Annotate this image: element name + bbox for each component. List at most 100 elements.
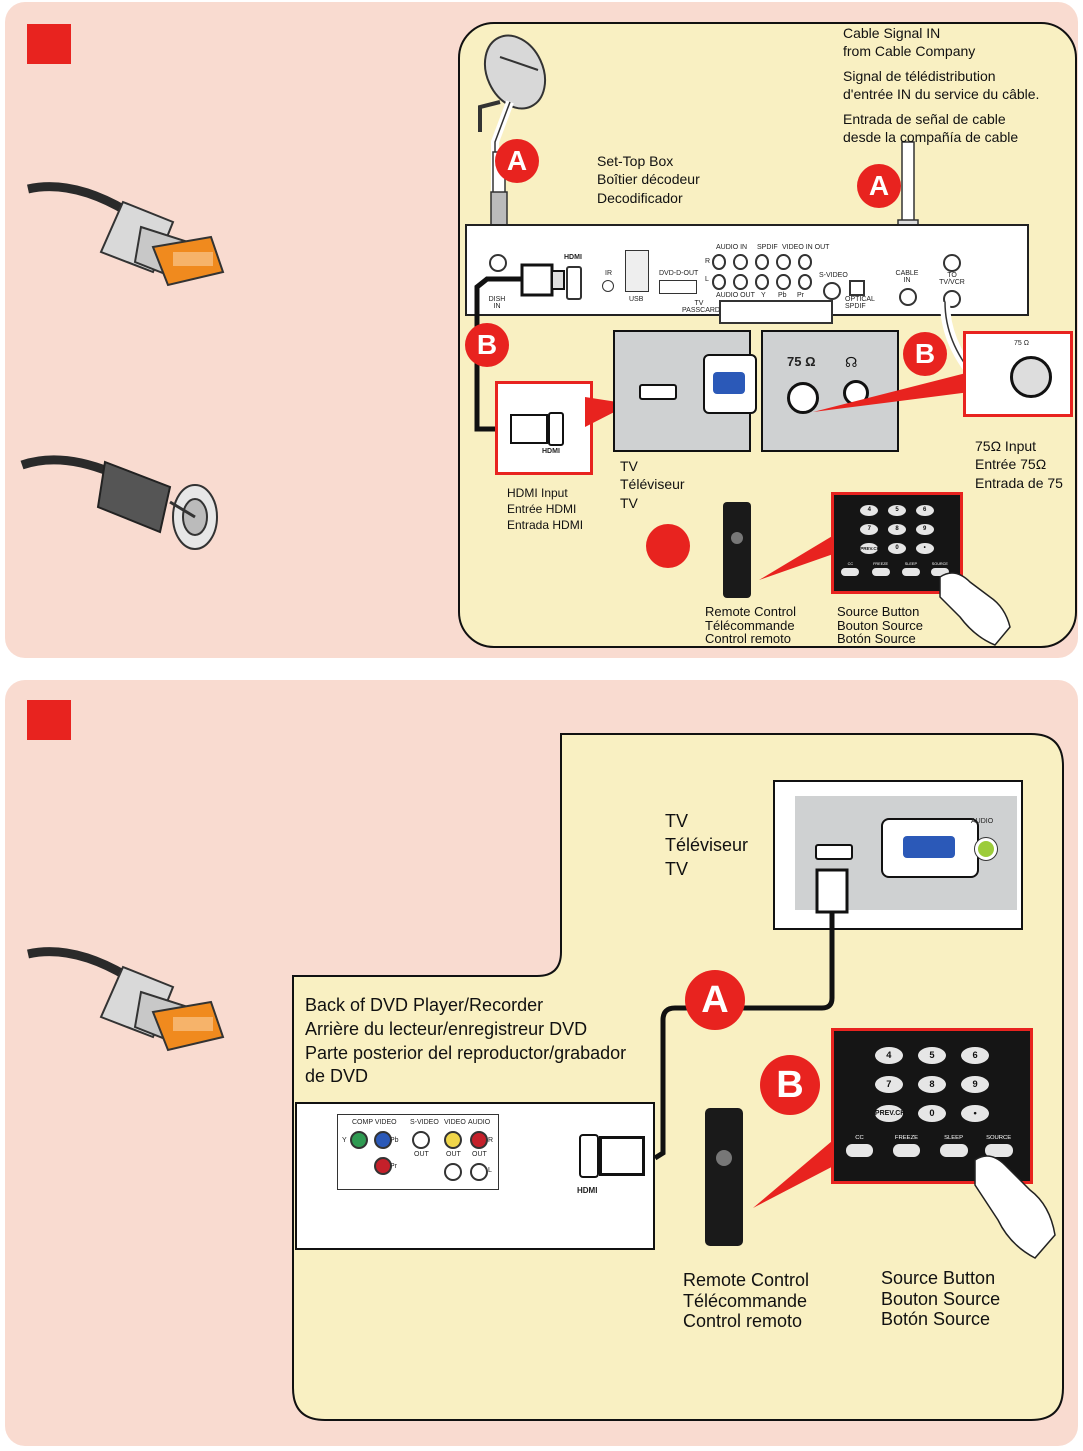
stb-hdmi-port <box>566 266 582 300</box>
optical-port <box>849 280 865 296</box>
keypad-key: 8 <box>918 1075 946 1093</box>
tv-passcard-slot <box>719 300 833 324</box>
badge-a-dish: A <box>495 139 539 183</box>
audio-in-label: AUDIO IN <box>716 244 748 251</box>
ohm-small-label: 75 Ω <box>1014 340 1029 347</box>
badge-a-hdmi: A <box>685 970 745 1030</box>
dish-in-port <box>489 254 507 272</box>
keypad-label: FREEZE <box>894 1134 919 1141</box>
l-label-2: L <box>488 1167 492 1174</box>
port-video-2 <box>444 1163 462 1181</box>
comp-video-label: COMP VIDEO <box>352 1119 397 1126</box>
ohm-port-zoom <box>1010 356 1052 398</box>
port-pr <box>374 1157 392 1175</box>
remote-control-image-2 <box>705 1108 743 1246</box>
keypad-label: CC <box>847 562 854 566</box>
hdmi-plug <box>510 414 548 444</box>
port-y <box>350 1131 368 1149</box>
hdmi-input-zoom: HDMI <box>495 381 593 475</box>
keypad-key: 7 <box>860 524 879 535</box>
ir-port <box>602 280 614 292</box>
to-tv-vcr-port-2 <box>943 290 961 308</box>
hdmi-input-label: HDMI Input Entrée HDMI Entrada HDMI <box>507 486 584 532</box>
dvd-back-label: Back of DVD Player/Recorder Arrière du l… <box>305 995 627 1087</box>
step-panel-2: AUDIO TV Téléviseur TV A Back of DVD Pla… <box>5 680 1078 1446</box>
keypad-label: SLEEP <box>904 562 917 566</box>
y-label: Y <box>761 292 766 299</box>
keypad-key <box>892 1144 921 1157</box>
s-video-label: S-VIDEO <box>819 272 848 279</box>
keypad-label: CC <box>855 1134 864 1141</box>
badge-b-source: B <box>760 1055 820 1115</box>
remote-zoom-pointer-2 <box>753 1130 845 1208</box>
keypad-key: 5 <box>888 505 906 516</box>
remote-control-image <box>723 502 751 598</box>
badge-b-hdmi: B <box>465 323 509 367</box>
keypad-key: 9 <box>961 1075 990 1093</box>
to-tv-vcr-port <box>943 254 961 272</box>
to-tv-vcr-label: TO TV/VCR <box>939 272 965 286</box>
keypad-key: 0 <box>888 543 906 554</box>
keypad-key: • <box>961 1105 990 1123</box>
video-label-2: VIDEO <box>444 1119 466 1126</box>
s-video-label-2: S-VIDEO <box>410 1119 439 1126</box>
keypad-label: SLEEP <box>944 1134 964 1141</box>
pr-label: Pr <box>797 292 804 299</box>
s-video-port <box>823 282 841 300</box>
step-dot <box>646 524 690 568</box>
hdmi-cable-illustration-2 <box>27 947 225 1052</box>
hdmi-plug-label: HDMI <box>542 448 560 455</box>
keypad-key <box>871 568 890 576</box>
port-svideo <box>412 1131 430 1149</box>
dish-in-label: DISH IN <box>488 296 506 310</box>
keypad-key: 0 <box>918 1105 946 1123</box>
keypad-key: 5 <box>918 1046 946 1064</box>
pb-label-2: Pb <box>390 1137 399 1144</box>
l-label: L <box>705 276 709 283</box>
out-label-3: OUT <box>472 1151 487 1158</box>
keypad-key <box>841 568 860 576</box>
source-key <box>930 568 949 576</box>
remote-dpad <box>731 532 743 544</box>
hand-pointer-2 <box>974 1155 1056 1259</box>
dvd-hdmi-label: HDMI <box>577 1186 598 1195</box>
keypad-key: 6 <box>915 505 934 516</box>
headphone-icon: ☊ <box>845 354 858 370</box>
usb-port <box>625 250 649 292</box>
tv-label: TV Téléviseur TV <box>620 458 685 511</box>
usb-label: USB <box>629 296 644 303</box>
cable-signal-text: Cable Signal IN from Cable Company Signa… <box>843 25 1040 146</box>
remote-label-2: Remote Control Télécommande Control remo… <box>683 1270 810 1332</box>
keypad-key: 8 <box>888 524 906 535</box>
hdmi-port-zoom <box>548 412 564 446</box>
tv-back-panel-hdmi <box>613 330 757 452</box>
keypad-key: 4 <box>874 1046 903 1064</box>
dvd-av-ports: COMP VIDEO S-VIDEO VIDEO AUDIO Y Pb Pr O… <box>337 1114 499 1190</box>
cable-in-label: CABLE IN <box>895 270 919 284</box>
port-video <box>444 1131 462 1149</box>
tv-passcard-label: TV PASSCARD <box>682 300 720 314</box>
dvd-d-out-label: DVD-D-OUT <box>659 270 699 277</box>
keypad-label: FREEZE <box>873 562 889 566</box>
keypad-key: PREV.CH <box>874 1105 905 1123</box>
keypad-label: SOURCE <box>986 1134 1012 1141</box>
video-in-out-label: VIDEO IN OUT <box>782 244 830 251</box>
r-label-2: R <box>488 1137 494 1144</box>
remote-label: Remote Control Télécommande Control remo… <box>705 604 797 647</box>
out-label-2: OUT <box>446 1151 461 1158</box>
r-label: R <box>705 258 711 265</box>
port-audio-r <box>470 1131 488 1149</box>
optical-spdif-label: OPTICAL SPDIF <box>845 296 875 310</box>
keypad-key <box>939 1144 968 1157</box>
tv-hdmi-port-2 <box>815 844 853 860</box>
antenna-port <box>787 382 819 414</box>
coax-cable-illustration <box>20 455 218 550</box>
keypad-key: 9 <box>915 524 934 535</box>
keypad-key: • <box>915 543 934 554</box>
dvd-d-out-port <box>659 280 697 294</box>
audio-label-2: AUDIO <box>468 1119 491 1126</box>
hand-pointer-1 <box>939 572 1011 646</box>
